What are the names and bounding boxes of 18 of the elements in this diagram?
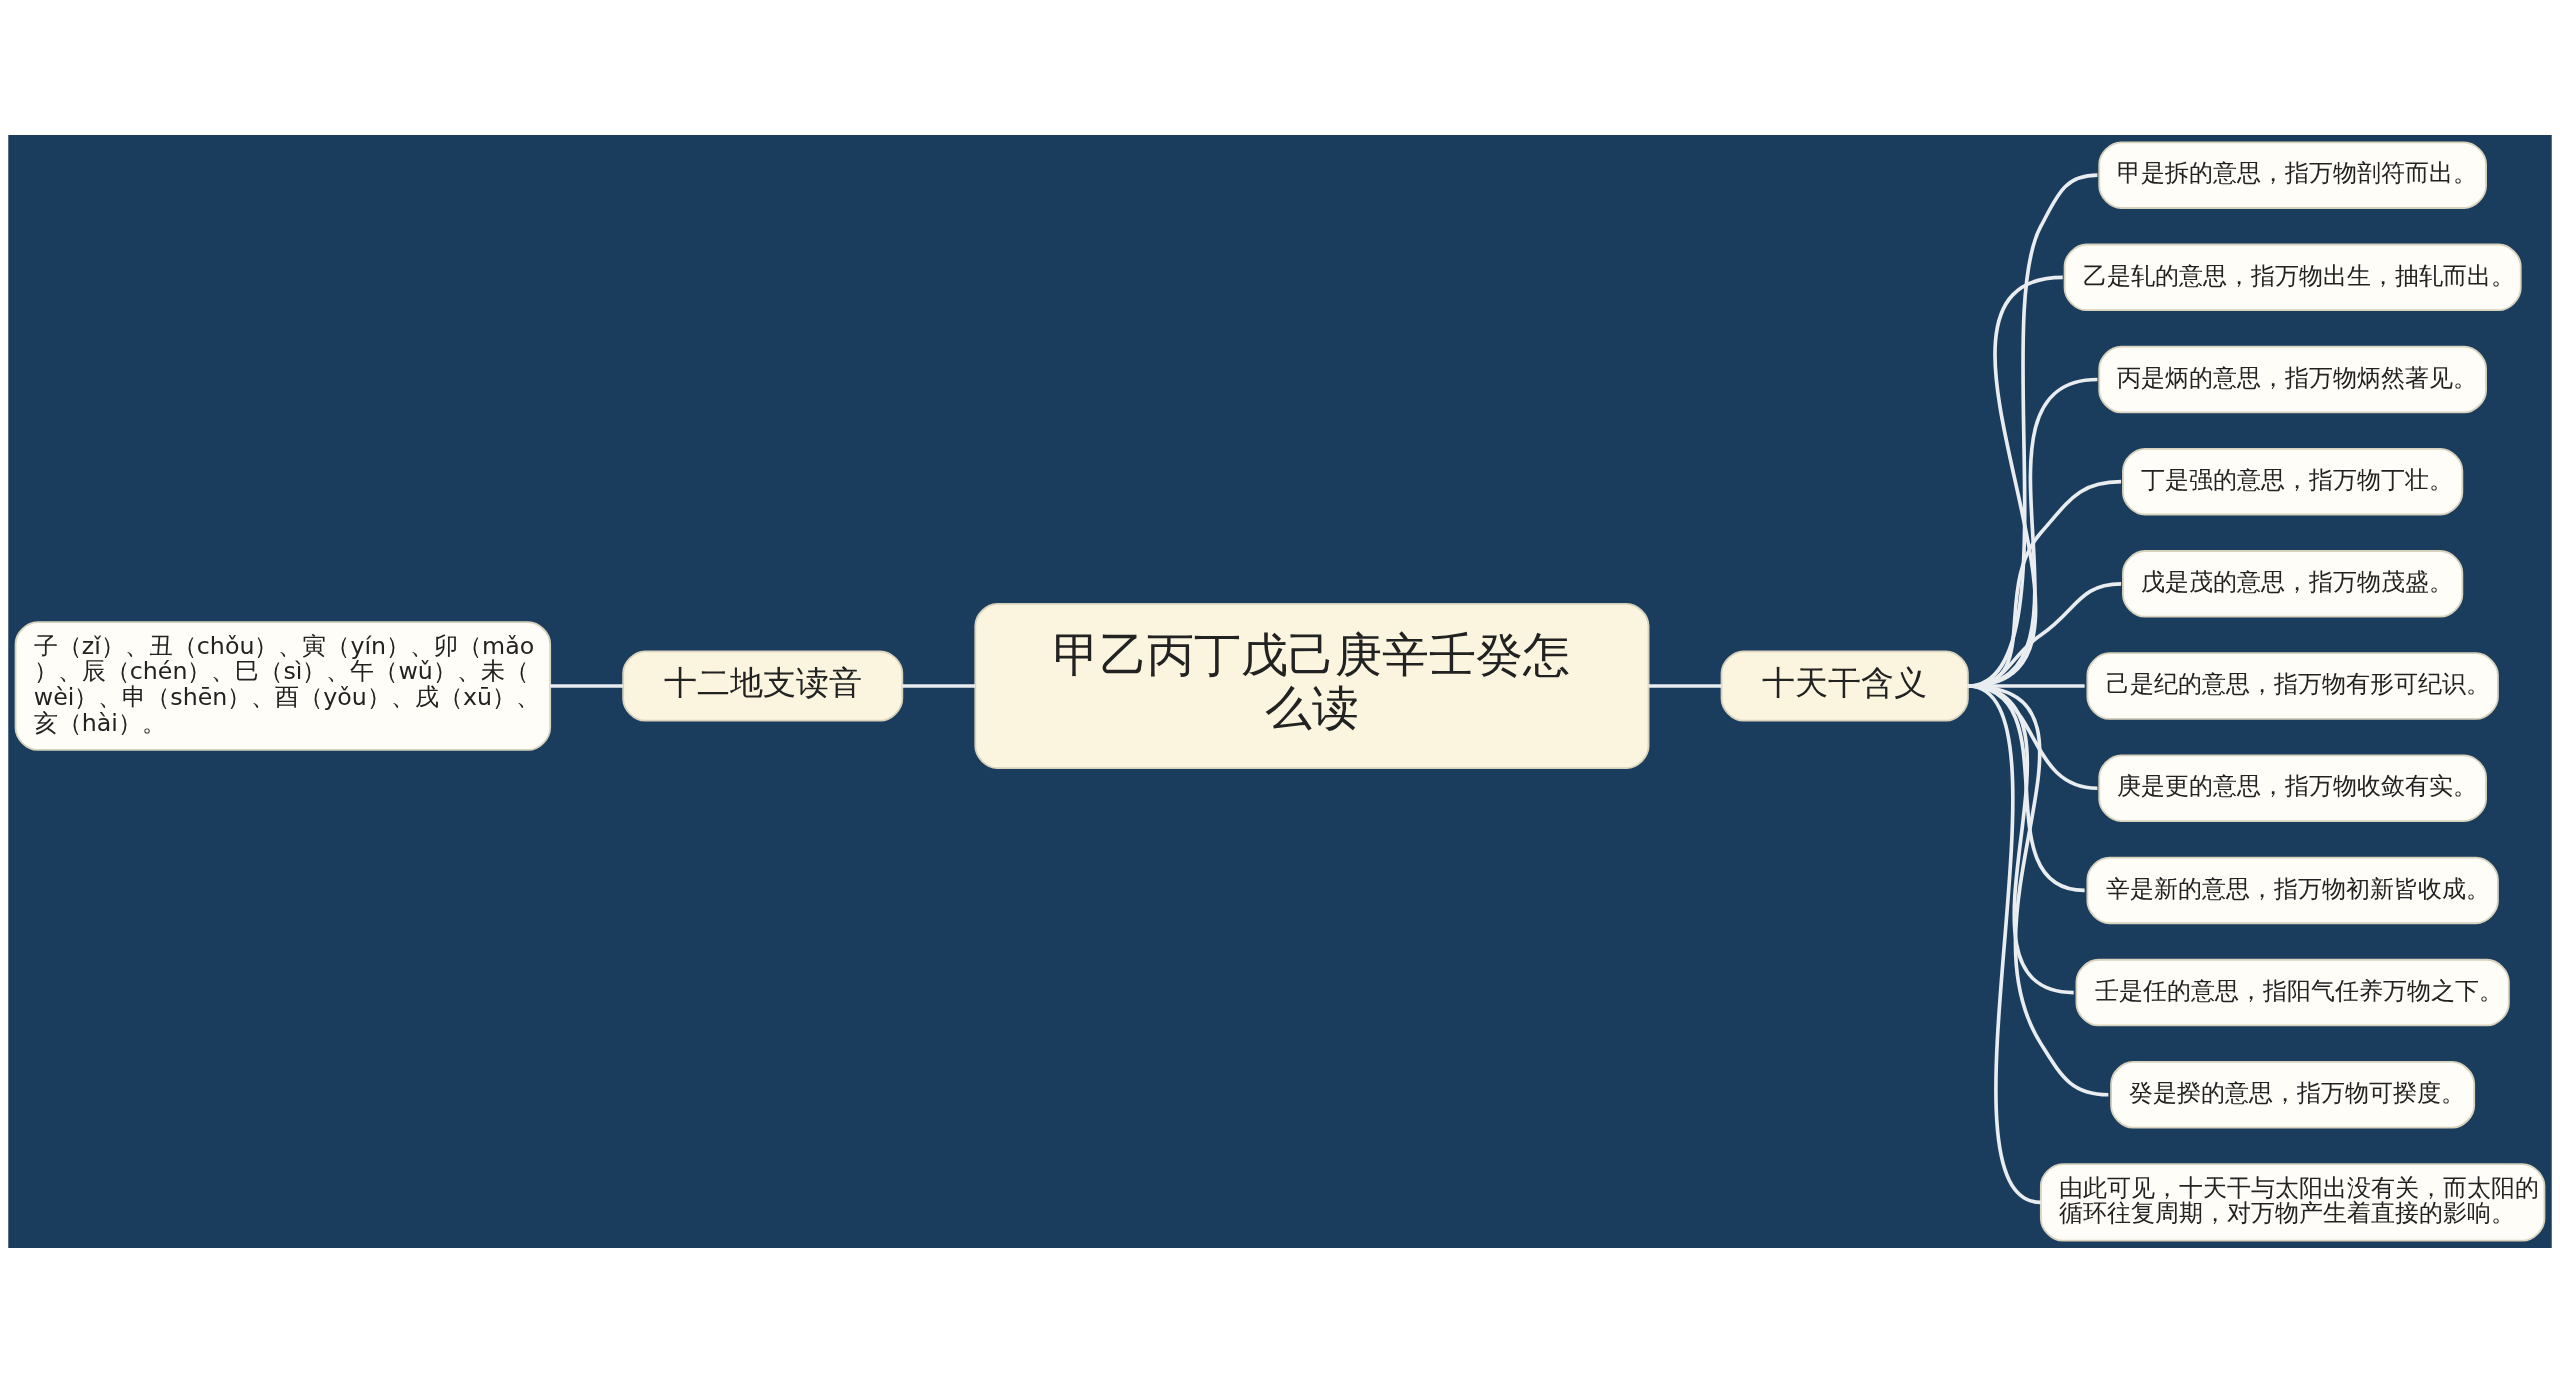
node-box: 壬是任的意思，指阳气任养万物之下。 (2075, 958, 2510, 1027)
connector (1648, 684, 1722, 688)
node-box: 己是纪的意思，指万物有形可纪识。 (2086, 652, 2499, 720)
node-box: 庚是更的意思，指万物收敛有实。 (2098, 754, 2487, 822)
node-box: 十二地支读音 (622, 650, 904, 722)
node-box: 子（zǐ）、丑（chǒu）、寅（yín）、卯（mǎo）、辰（chén）、巳（sì）、午（wǔ）、未（wèi）、申（shēn）、酉（yǒu）、戌（xū）、亥（hài）。 (14, 621, 552, 751)
node-box: 甲是拆的意思，指万物剖符而出。 (2098, 141, 2487, 209)
node-box: 戊是茂的意思，指万物茂盛。 (2122, 550, 2464, 618)
node-box: 甲乙丙丁戊己庚辛壬癸怎么读 (974, 603, 1650, 770)
connector (550, 684, 624, 688)
node-box: 乙是轧的意思，指万物出生，抽轧而出。 (2063, 243, 2522, 312)
node-box: 丙是炳的意思，指万物炳然著见。 (2098, 345, 2487, 414)
node-box: 丁是强的意思，指万物丁壮。 (2122, 447, 2464, 516)
connector (902, 684, 976, 688)
node-box: 由此可见，十天干与太阳出没有关，而太阳的循环往复周期，对万物产生着直接的影响。 (2039, 1163, 2546, 1242)
node-box: 十天干含义 (1720, 650, 1969, 722)
node-box: 癸是揆的意思，指万物可揆度。 (2110, 1061, 2476, 1129)
node-box: 辛是新的意思，指万物初新皆收成。 (2086, 856, 2499, 925)
